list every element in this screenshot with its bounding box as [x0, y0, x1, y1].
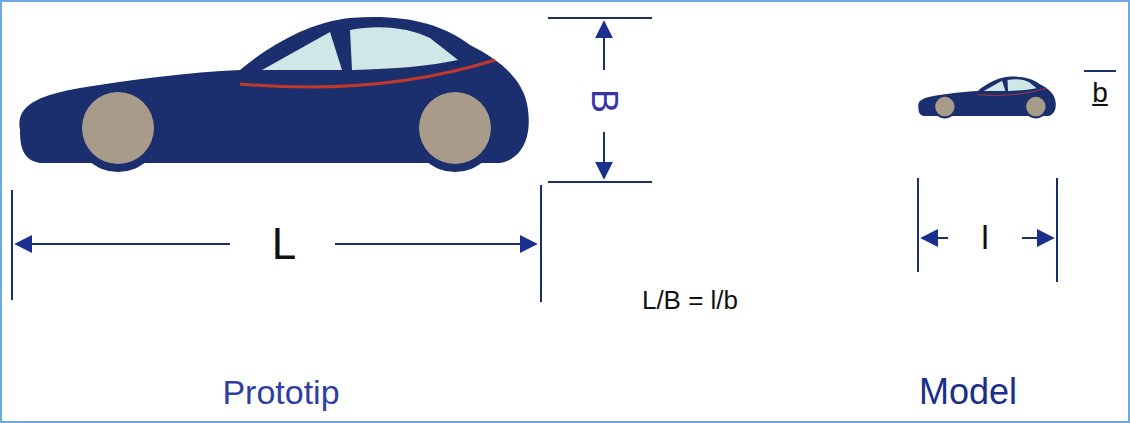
dimension-label: L	[272, 222, 296, 266]
caption-label: Prototip	[222, 375, 339, 409]
caption-label: Model	[919, 374, 1017, 410]
ratio-formula: L/B = l/b	[642, 287, 738, 313]
model-car	[918, 77, 1056, 119]
dimension-label: b	[1092, 79, 1108, 107]
dimension-lines	[12, 18, 1116, 302]
dimension-label: B	[586, 89, 622, 113]
dimension-label: l	[981, 220, 989, 254]
prototype-car	[19, 17, 528, 172]
